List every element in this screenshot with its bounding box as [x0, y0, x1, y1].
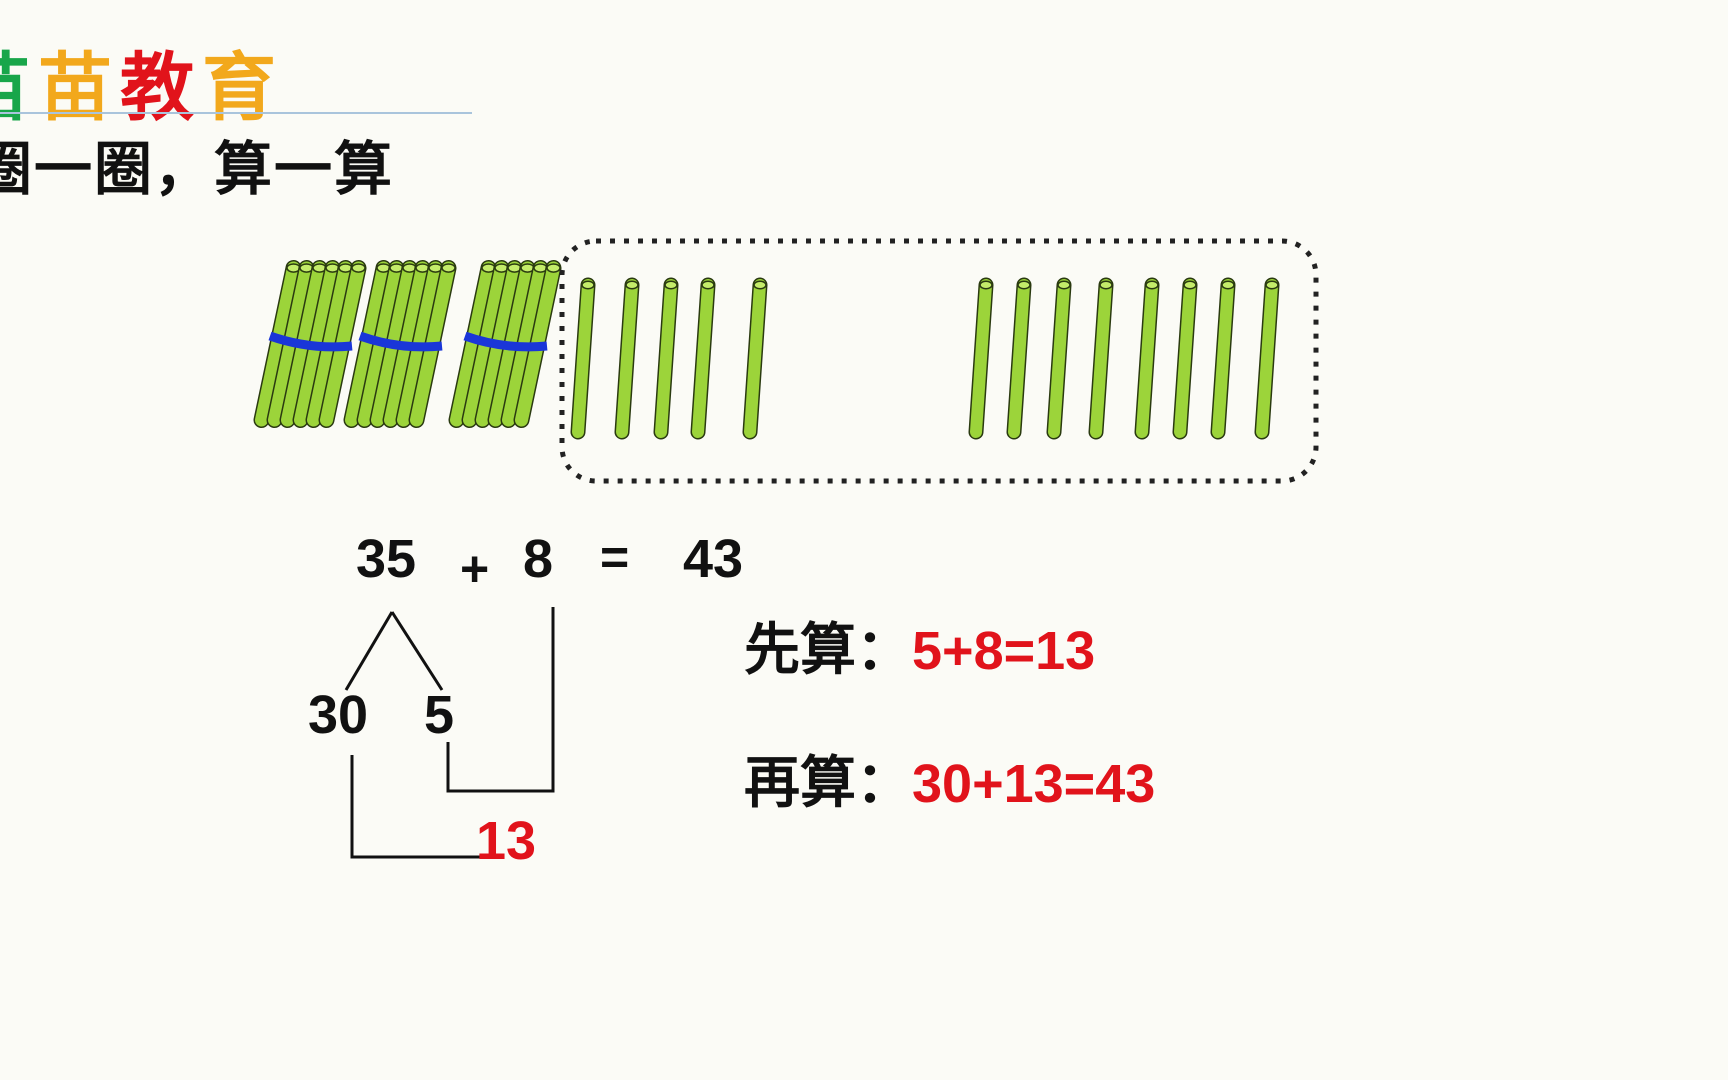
logo-char: 苗	[0, 28, 38, 135]
counting-stick	[1088, 277, 1114, 440]
stick-bundles	[253, 260, 562, 428]
counting-stick	[1134, 277, 1160, 440]
counting-stick	[690, 277, 716, 440]
bundle-band	[268, 331, 353, 352]
logo-char: 育	[202, 45, 284, 131]
tens-30: 30	[308, 685, 369, 745]
counting-stick	[1006, 277, 1032, 440]
counting-stick	[653, 277, 679, 440]
split-line-left	[344, 611, 394, 691]
counting-stick	[968, 277, 994, 440]
bundle-of-ten	[448, 260, 562, 428]
counting-stick	[1172, 277, 1198, 440]
counting-stick	[1046, 277, 1072, 440]
partial-sum-13: 13	[476, 811, 537, 871]
step-label: 先算：	[744, 617, 912, 683]
logo-char: 教	[120, 45, 202, 131]
step-label: 再算：	[744, 750, 912, 816]
step-second: 再算：30+13=43	[744, 755, 1155, 811]
dotted-circle-box	[559, 238, 1319, 484]
sum-43: 43	[683, 529, 744, 589]
counting-stick	[614, 277, 640, 440]
logo-char: 苗	[38, 45, 120, 131]
equals-sign: =	[600, 529, 630, 585]
bundle-band	[358, 331, 443, 352]
bundle-of-ten	[343, 260, 457, 428]
split-line-right	[390, 611, 444, 691]
step-first: 先算：5+8=13	[744, 622, 1095, 678]
counting-stick	[1254, 277, 1280, 440]
bracket-ones	[446, 607, 555, 793]
counting-stick	[448, 260, 497, 428]
addend-8: 8	[523, 529, 554, 589]
plus-sign: +	[460, 541, 490, 597]
step-expression: 5+8=13	[912, 621, 1096, 681]
counting-stick	[253, 260, 302, 428]
logo-divider	[0, 112, 472, 114]
loose-sticks	[570, 277, 1280, 440]
page-title: 圈一圈，算一算	[0, 135, 395, 203]
counting-stick	[570, 277, 596, 440]
counting-stick	[1210, 277, 1236, 440]
bundle-band	[463, 331, 548, 352]
ones-5: 5	[424, 685, 455, 745]
bracket-tens	[350, 755, 482, 859]
step-expression: 30+13=43	[912, 754, 1156, 814]
logo: 苗苗教育	[0, 28, 284, 135]
addend-35: 35	[356, 529, 417, 589]
counting-stick	[742, 277, 768, 440]
bundle-of-ten	[253, 260, 367, 428]
decomposition-lines	[344, 607, 555, 859]
